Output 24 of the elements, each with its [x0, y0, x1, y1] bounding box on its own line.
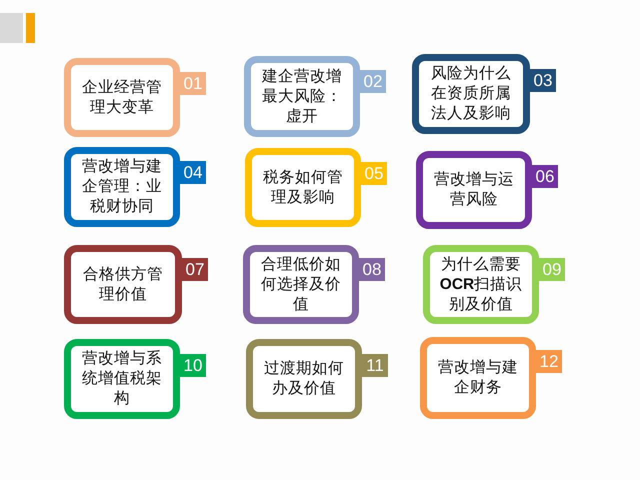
topic-text: 营改增与建企财务: [437, 358, 519, 398]
number-tab: 09: [539, 258, 565, 281]
number-tab: 06: [532, 165, 558, 188]
topic-text: 风险为什么在资质所属法人及影响: [430, 64, 512, 124]
number-tab: 07: [182, 258, 208, 281]
number-tab: 12: [536, 350, 562, 373]
topic-text: 税务如何管理及影响: [262, 168, 344, 208]
topic-text: 营改增与运营风险: [433, 170, 515, 210]
topic-text: 营改增与系统增值税架构: [81, 349, 163, 409]
number-tab: 03: [530, 69, 556, 92]
number-tab: 08: [359, 258, 385, 281]
number-tab: 01: [180, 72, 206, 95]
number-tab: 05: [361, 162, 387, 185]
topic-text: 合理低价如何选择及价值: [260, 254, 342, 314]
topic-text: 营改增与建企管理：业税财协同: [81, 157, 163, 217]
topic-text: 建企营改增最大风险：虚开: [260, 66, 343, 126]
topic-text: 过渡期如何办及价值: [263, 359, 345, 399]
number-tab: 04: [180, 161, 206, 184]
number-tab: 02: [360, 70, 386, 93]
number-tab: 10: [180, 354, 206, 377]
number-tab: 11: [362, 354, 388, 377]
topic-text: 为什么需要OCR扫描识别及价值: [438, 254, 524, 314]
topic-text: 合格供方管理价值: [82, 264, 164, 304]
topic-text: 企业经营管理大变革: [81, 78, 163, 118]
